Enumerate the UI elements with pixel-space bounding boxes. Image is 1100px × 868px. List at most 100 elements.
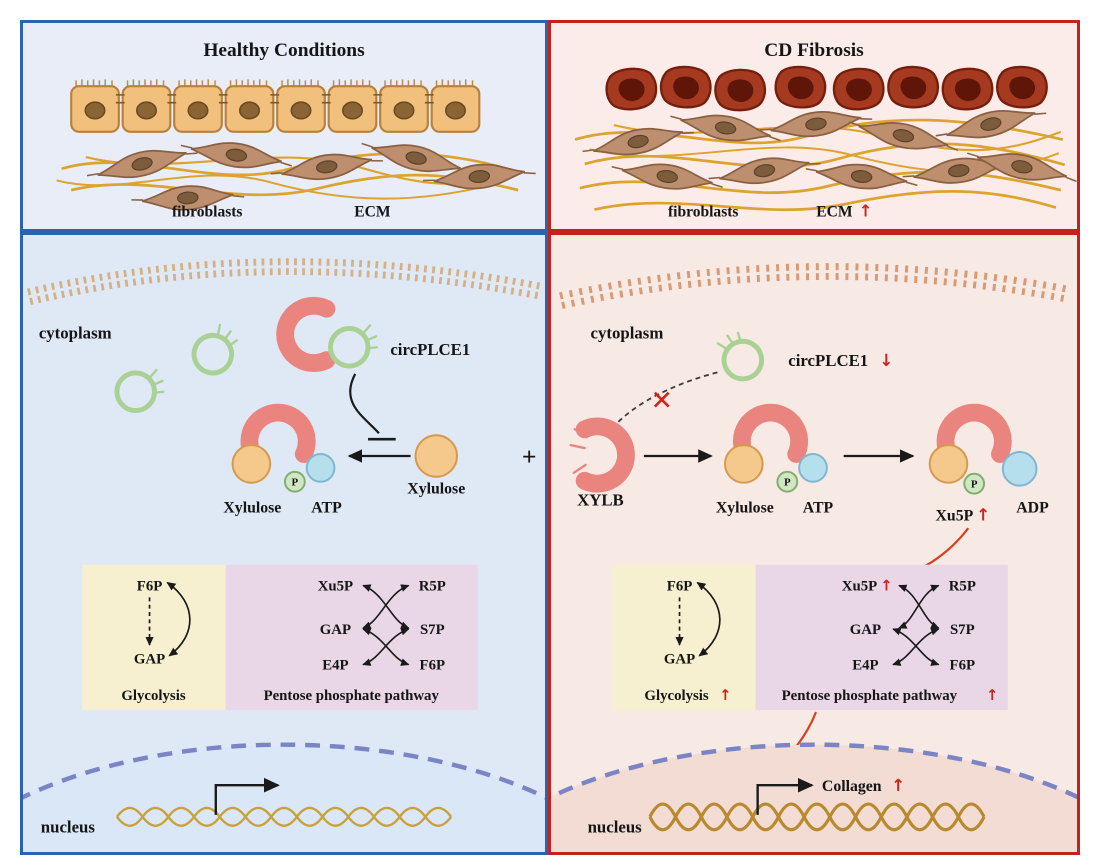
f6p-label: F6P [137, 578, 163, 594]
e4p-label: E4P [852, 658, 878, 674]
fibrotic-cell-diagram: cytoplasm circPLCE1 ↓ XYLB P Xylulose AT… [551, 263, 1077, 852]
damaged-cell-icon [604, 66, 659, 113]
cell-membrane-icon [26, 258, 541, 306]
xu5p-label: Xu5P [936, 507, 974, 524]
damaged-cell-icon [886, 64, 940, 110]
nucleus-icon [23, 742, 545, 852]
panel-healthy-cell: cytoplasm circPLCE1 P Xylulose ATP Xylul… [20, 232, 548, 855]
e4p-label: E4P [322, 658, 348, 674]
r5p-label: R5P [949, 578, 976, 594]
nucleus-label: nucleus [41, 818, 96, 837]
ppp-title: Pentose phosphate pathway [782, 688, 958, 704]
blocked-cross-icon [653, 391, 670, 408]
circrna-icon [186, 321, 247, 379]
fibroblast-group [83, 133, 538, 215]
ppp-up-arrow: ↑ [986, 687, 998, 704]
xylulose-label: Xylulose [223, 499, 281, 516]
panel-fibrotic-tissue: CD Fibrosis [548, 20, 1080, 232]
epithelial-cell-icon [173, 78, 223, 133]
epithelial-cell-icon [276, 78, 326, 133]
xu5p-up-arrow: ↑ [880, 577, 892, 594]
damaged-cell-icon [713, 67, 767, 113]
xylulose-label: Xylulose [716, 499, 774, 516]
panel-fibrotic-cell: cytoplasm circPLCE1 ↓ XYLB P Xylulose AT… [548, 232, 1080, 855]
xylb-label: XYLB [577, 490, 624, 509]
collagen-up-arrow: ↑ [891, 775, 905, 795]
healthy-tissue-drawing: Healthy Conditions [56, 40, 538, 220]
xylulose-atp-complex-icon: P [233, 413, 335, 492]
xu5p-label: Xu5P [842, 578, 877, 594]
circrna-icon [117, 370, 163, 411]
fibroblasts-label: fibroblasts [668, 203, 738, 220]
ppp-title: Pentose phosphate pathway [264, 688, 440, 704]
collagen-label: Collagen [822, 778, 882, 795]
ppp-cross-arrows-icon [362, 584, 410, 666]
circplce1-label: circPLCE1 [788, 351, 868, 370]
tight-junction-icon [115, 94, 434, 104]
s7p-label: S7P [950, 622, 975, 638]
ecm-label: ECM [354, 203, 391, 220]
ppp-box [225, 564, 478, 711]
exchange-arrow-icon [696, 581, 721, 657]
glycolysis-title: Glycolysis [121, 688, 185, 704]
xylulose-label: Xylulose [407, 481, 465, 498]
phosphate-label: P [971, 479, 978, 491]
metabolism-box: F6P GAP Xu5P GAP E4P R5P S7P F6P Glycoly… [82, 564, 478, 711]
transcription-arrow-icon [214, 777, 280, 815]
xu5p-adp-complex-icon: P [928, 413, 1038, 495]
atp-label: ATP [803, 499, 834, 516]
xu5p-up-arrow: ↑ [976, 504, 990, 524]
damaged-cell-icon [994, 64, 1049, 110]
glycolysis-box [612, 564, 756, 711]
glycolysis-box [82, 564, 226, 711]
circrna-icon [717, 330, 765, 383]
panel-title: CD Fibrosis [764, 40, 864, 61]
dna-helix-icon [115, 806, 453, 827]
ppp-box [755, 564, 1008, 711]
epithelial-cell-icon [379, 78, 429, 133]
glycolysis-title: Glycolysis [644, 688, 708, 704]
f6p-label: F6P [667, 578, 693, 594]
transcription-arrow-icon [756, 777, 814, 815]
adp-label: ADP [1016, 499, 1049, 516]
circplce1-down-arrow: ↓ [879, 350, 893, 370]
cell-membrane-icon [559, 263, 1073, 309]
blocked-binding-line-icon [611, 371, 720, 429]
s7p-label: S7P [420, 622, 445, 638]
ecm-up-arrow: ↑ [859, 201, 873, 220]
damaged-cell-icon [940, 66, 995, 113]
fibroblast-icon [608, 156, 726, 197]
xylulose-atp-complex-icon: P [725, 413, 827, 492]
f6p-label: F6P [950, 658, 976, 674]
r5p-label: R5P [419, 578, 446, 594]
panel-healthy-tissue: Healthy Conditions [20, 20, 548, 232]
epithelial-cell-icon [430, 78, 481, 133]
xylb-protein-icon [569, 426, 626, 483]
cytoplasm-label: cytoplasm [591, 323, 664, 342]
damaged-cell-icon [658, 64, 713, 110]
panel-title: Healthy Conditions [203, 40, 365, 61]
epithelial-cell-icon [224, 78, 275, 133]
ecm-label: ECM [816, 203, 853, 220]
metabolism-box: F6P GAP Xu5P ↑ GAP E4P R5P S7P F6P Glyco… [612, 564, 1008, 711]
epithelial-cell-icon [121, 78, 172, 133]
damaged-cell-icon [773, 64, 828, 111]
xylb-circrna-complex-icon [285, 306, 377, 366]
dna-helix-icon [648, 802, 986, 832]
fibroblast-icon [706, 148, 823, 193]
phosphate-label: P [292, 477, 299, 489]
fibroblast-icon [178, 134, 295, 176]
exchange-arrow-icon [166, 581, 191, 657]
healthy-cell-diagram: cytoplasm circPLCE1 P Xylulose ATP Xylul… [23, 258, 545, 852]
atp-label: ATP [311, 499, 342, 516]
fibrotic-tissue-drawing: CD Fibrosis [574, 40, 1077, 220]
epithelial-cell-icon [70, 78, 120, 133]
plus-sign: + [522, 442, 537, 471]
epithelium-row [70, 78, 481, 133]
epithelial-cell-icon [327, 78, 378, 133]
circplce1-label: circPLCE1 [390, 340, 470, 359]
damaged-cell-icon [831, 66, 886, 112]
glycolysis-up-arrow: ↑ [719, 687, 731, 704]
fibroblast-icon [268, 145, 386, 189]
